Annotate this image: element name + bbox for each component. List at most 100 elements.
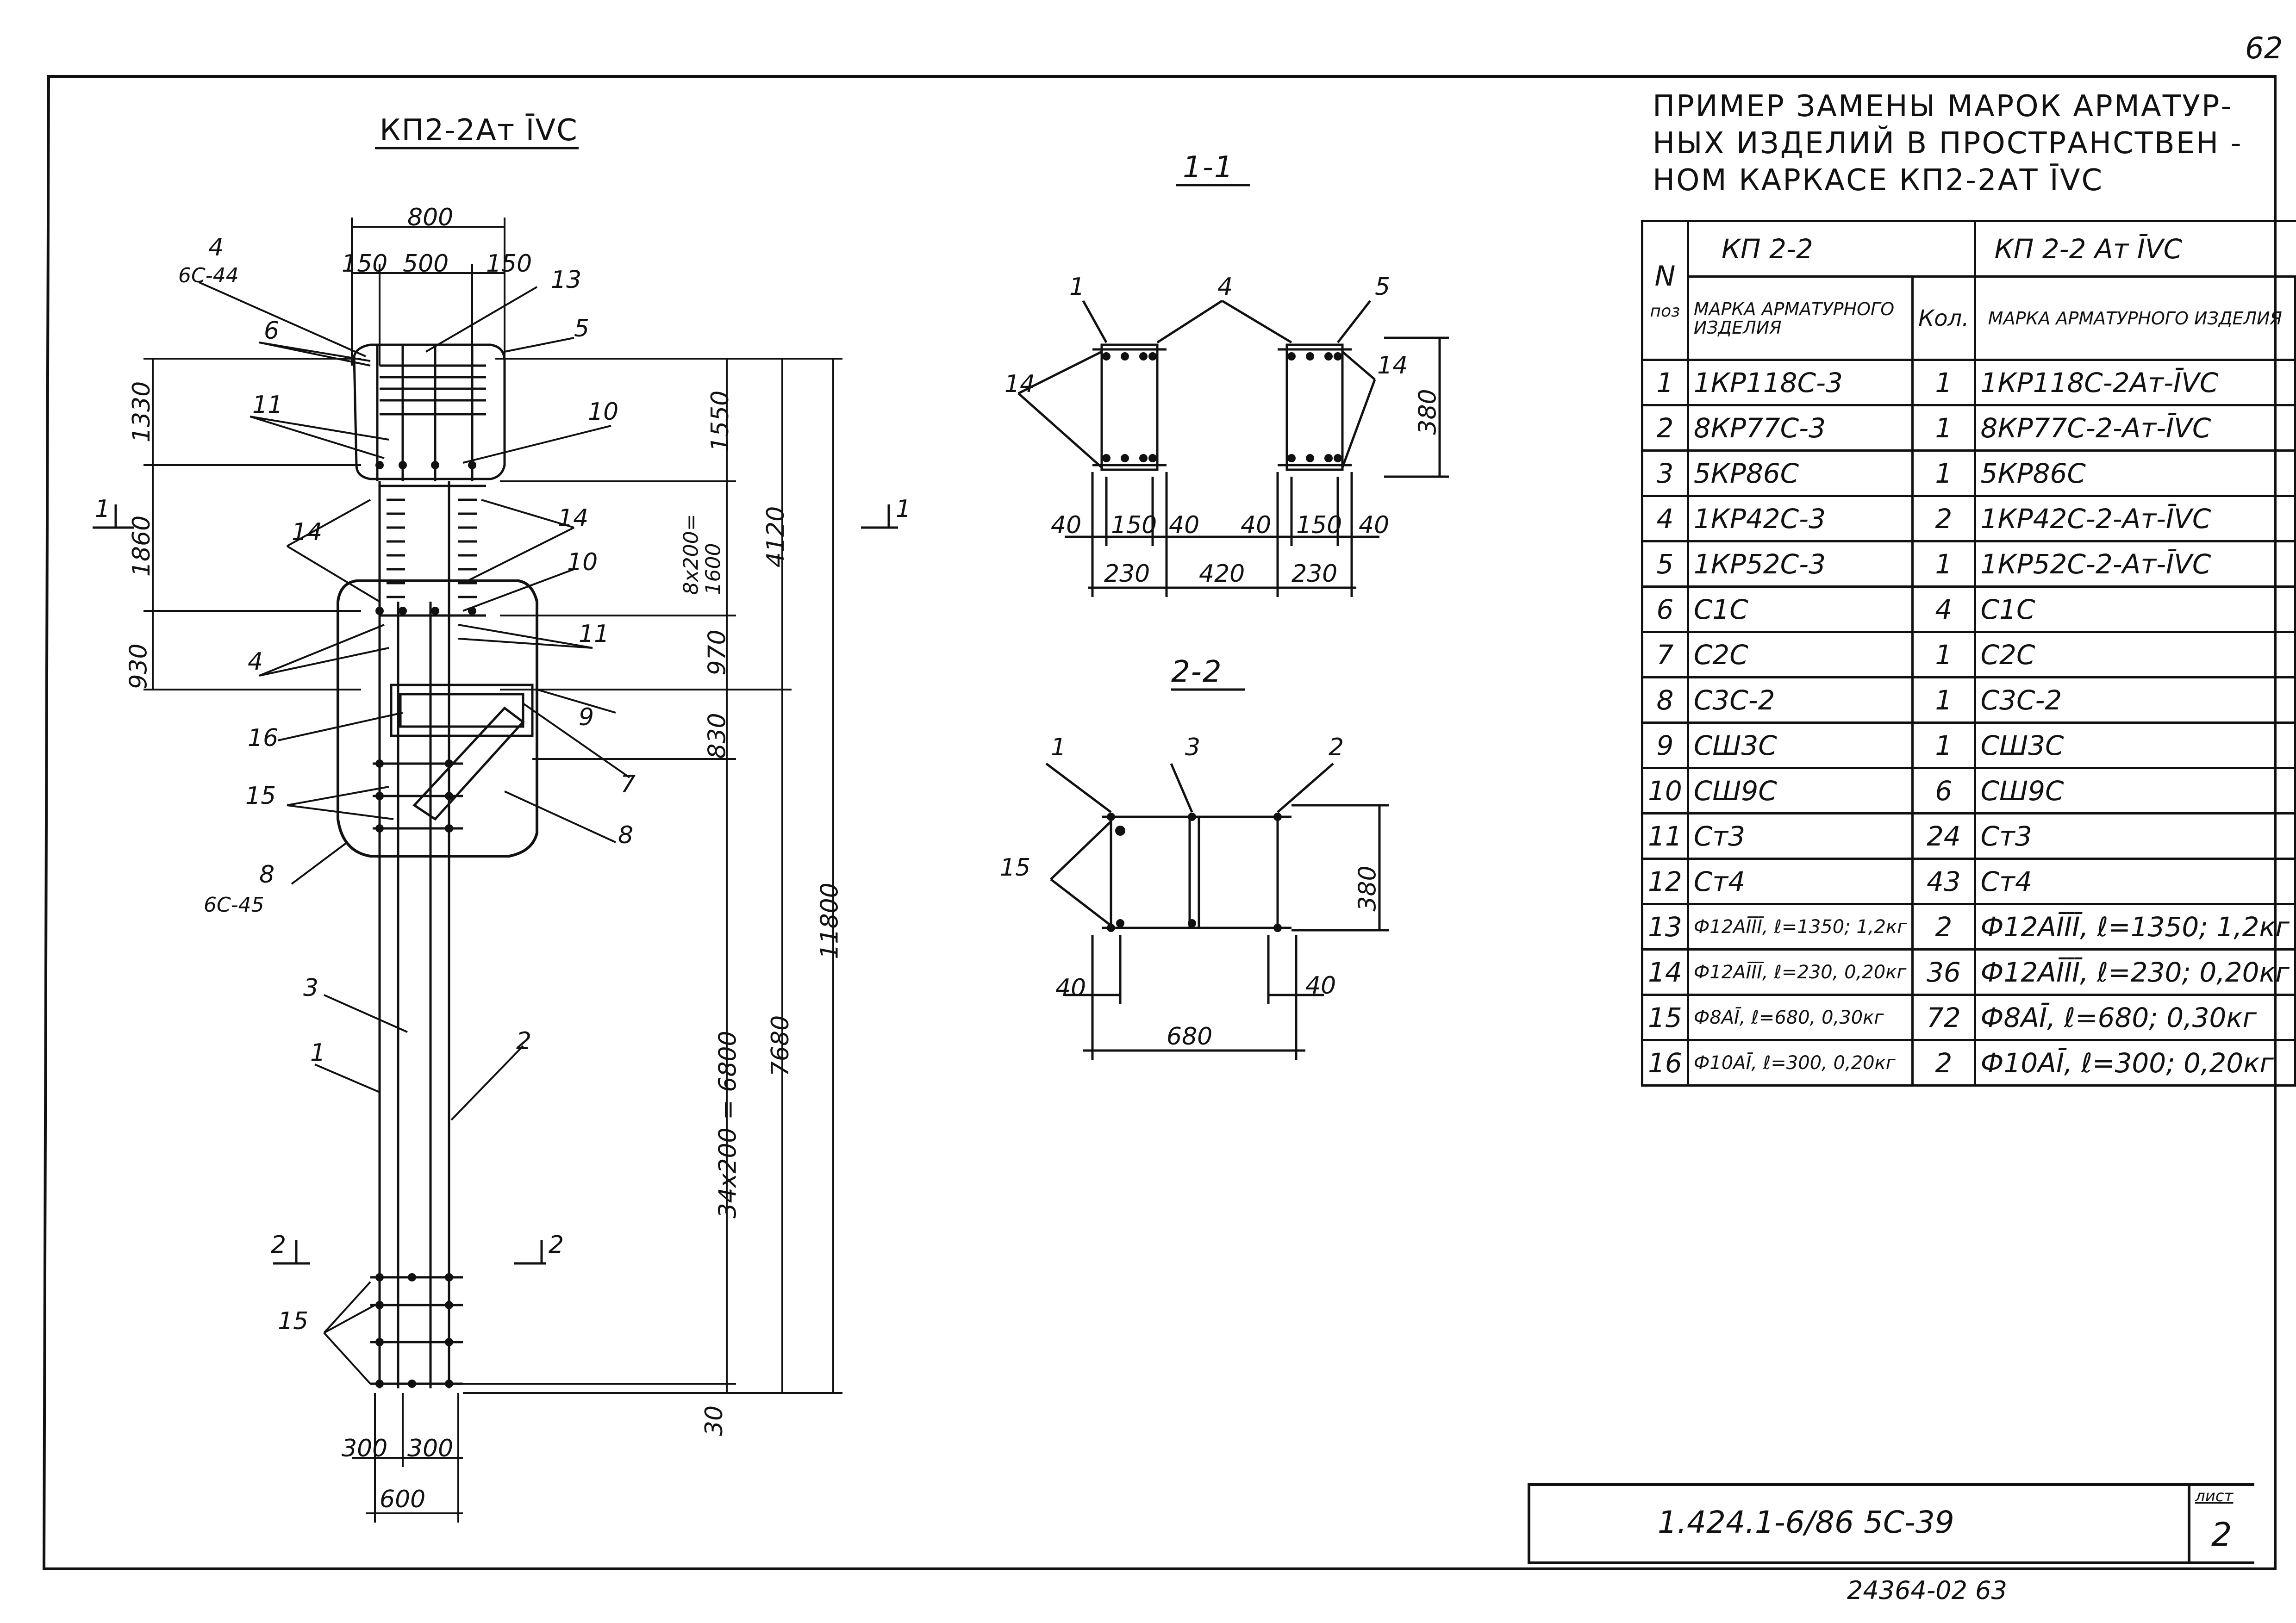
row-mark-new: Ст3 xyxy=(1973,812,2296,860)
main-dimension-lines xyxy=(144,218,842,1523)
row-mark-old: С2С xyxy=(1686,631,1914,678)
section-mark-1-left: 1 xyxy=(95,495,111,523)
dim-bottom-right: 300 xyxy=(407,1435,454,1462)
s11-dim-230-a: 230 xyxy=(1104,560,1150,588)
table-row: 6С1С4С1С4 xyxy=(1641,585,2296,633)
row-qty-old: 1 xyxy=(1911,359,1976,406)
row-number: 5 xyxy=(1641,540,1689,588)
mark-10-b: 10 xyxy=(567,548,598,576)
mark-1: 1 xyxy=(310,1039,326,1067)
section-mark-2-left: 2 xyxy=(271,1231,287,1259)
row-number: 16 xyxy=(1641,1039,1689,1087)
s11-dim-420: 420 xyxy=(1199,560,1245,588)
row-number: 2 xyxy=(1641,404,1689,452)
s11-dim-150-a: 150 xyxy=(1111,511,1157,539)
row-mark-old: 1КР118С-3 xyxy=(1686,359,1914,406)
row-mark-new: С3С-2 xyxy=(1973,676,2296,724)
sheet-number: 2 xyxy=(2211,1516,2232,1554)
row-mark-old: СШ3С xyxy=(1686,721,1914,769)
row-number: 11 xyxy=(1641,812,1689,860)
mark-7: 7 xyxy=(620,771,636,798)
mark-11: 11 xyxy=(252,391,283,419)
row-mark-new: 8КР77С-2-Ат-ĪVС xyxy=(1973,404,2296,452)
s11-mark-4: 4 xyxy=(1217,273,1233,301)
row-qty-old: 1 xyxy=(1911,449,1976,497)
s11-dim-40-a: 40 xyxy=(1051,511,1082,539)
mark-8-right: 8 xyxy=(618,821,634,849)
row-mark-new: 5КР86С xyxy=(1973,449,2296,497)
mark-4-top: 4 xyxy=(208,234,224,261)
row-mark-old: Ст4 xyxy=(1686,858,1914,905)
table-header-row: N поз КП 2-2 КП 2-2 Ат ĪVС xyxy=(1641,220,2296,361)
header-n: N поз xyxy=(1641,220,1689,361)
header-n-sub: поз xyxy=(1650,302,1680,321)
header-mark-old: марка арматурного изделия xyxy=(1686,275,1914,361)
row-mark-new: С2С xyxy=(1973,631,2296,678)
mark-5: 5 xyxy=(574,315,590,342)
dim-left-1330: 1330 xyxy=(128,381,156,443)
row-mark-old: Ф8АĪ, ℓ=680, 0,30кг xyxy=(1686,994,1914,1041)
mark-15-b: 15 xyxy=(278,1307,309,1335)
table-row: 11Ст324Ст324 xyxy=(1641,812,2296,860)
dim-middle: 500 xyxy=(403,250,449,278)
mark-8-left-sub: 6С-45 xyxy=(204,893,264,917)
s11-dim-40-b: 40 xyxy=(1169,511,1200,539)
table-row: 35КР86С15КР86С1 xyxy=(1641,449,2296,497)
s22-mark-15: 15 xyxy=(1000,854,1031,882)
dim-right-830: 830 xyxy=(703,713,731,759)
mark-16: 16 xyxy=(248,724,279,752)
mark-8-left: 8 xyxy=(259,861,275,889)
s22-dim-40-left: 40 xyxy=(1055,974,1086,1002)
s11-mark-1: 1 xyxy=(1069,273,1085,301)
section-2-2-title: 2-2 xyxy=(1171,655,1223,689)
row-mark-old: Ф12АĪĪĪ, ℓ=230, 0,20кг xyxy=(1686,948,1914,996)
section-mark-1-right: 1 xyxy=(896,495,911,523)
replacement-table: N поз КП 2-2 КП 2-2 Ат ĪVС марка арматур… xyxy=(1641,220,2296,1087)
row-qty-old: 1 xyxy=(1911,721,1976,769)
dim-left-1860: 1860 xyxy=(128,515,156,577)
row-number: 15 xyxy=(1641,994,1689,1041)
s22-dim-680: 680 xyxy=(1167,1023,1213,1051)
row-number: 7 xyxy=(1641,631,1689,678)
dim-right-11800: 11800 xyxy=(816,883,844,959)
row-number: 3 xyxy=(1641,449,1689,497)
dim-left-930: 930 xyxy=(125,643,153,690)
row-mark-new: 1КР52С-2-Ат-ĪVС xyxy=(1973,540,2296,588)
row-mark-new: Ф8АĪ, ℓ=680; 0,30кг xyxy=(1973,994,2296,1041)
row-mark-new: Ф12АĪĪĪ, ℓ=230; 0,20кг xyxy=(1973,948,2296,996)
table-row: 7С2С1С2С1 xyxy=(1641,631,2296,678)
row-mark-new: С1С xyxy=(1973,585,2296,633)
row-mark-old: 1КР42С-3 xyxy=(1686,495,1914,542)
row-mark-new: Ф12АĪĪĪ, ℓ=1350; 1,2кг xyxy=(1973,903,2296,951)
mark-11-b: 11 xyxy=(579,620,610,648)
row-number: 13 xyxy=(1641,903,1689,951)
dim-bottom-overall: 600 xyxy=(380,1486,426,1513)
row-qty-old: 36 xyxy=(1911,948,1976,996)
header-mark-new: марка арматурного изделия xyxy=(1973,275,2296,361)
mark-2: 2 xyxy=(516,1027,532,1055)
mark-9: 9 xyxy=(579,703,594,731)
s11-mark-5: 5 xyxy=(1375,273,1391,301)
dim-right-6800: 34x200 = 6800 xyxy=(714,1031,742,1219)
mark-6: 6 xyxy=(264,317,280,345)
row-mark-old: Ф12АĪĪĪ, ℓ=1350; 1,2кг xyxy=(1686,903,1914,951)
row-mark-new: Ст4 xyxy=(1973,858,2296,905)
caption: Пример замены марок арматур- ных изделий… xyxy=(1653,88,2243,199)
row-mark-old: С3С-2 xyxy=(1686,676,1914,724)
caption-line-2: ных изделий в пространствен - xyxy=(1653,126,2243,161)
row-mark-new: 1КР118С-2Ат-ĪVС xyxy=(1973,359,2296,406)
mark-15: 15 xyxy=(245,782,276,810)
table-row: 12Ст443Ст443 xyxy=(1641,858,2296,905)
s11-dim-230-b: 230 xyxy=(1292,560,1338,588)
s11-dim-380: 380 xyxy=(1414,389,1442,435)
header-group-new: КП 2-2 Ат ĪVС xyxy=(1973,220,2296,278)
main-view-lines xyxy=(337,343,538,1388)
sheet-frame xyxy=(42,75,2277,1570)
s22-dim-380: 380 xyxy=(1354,865,1382,912)
sheet-label: лист xyxy=(2195,1487,2234,1505)
sheet-box: лист 2 xyxy=(2188,1483,2257,1564)
